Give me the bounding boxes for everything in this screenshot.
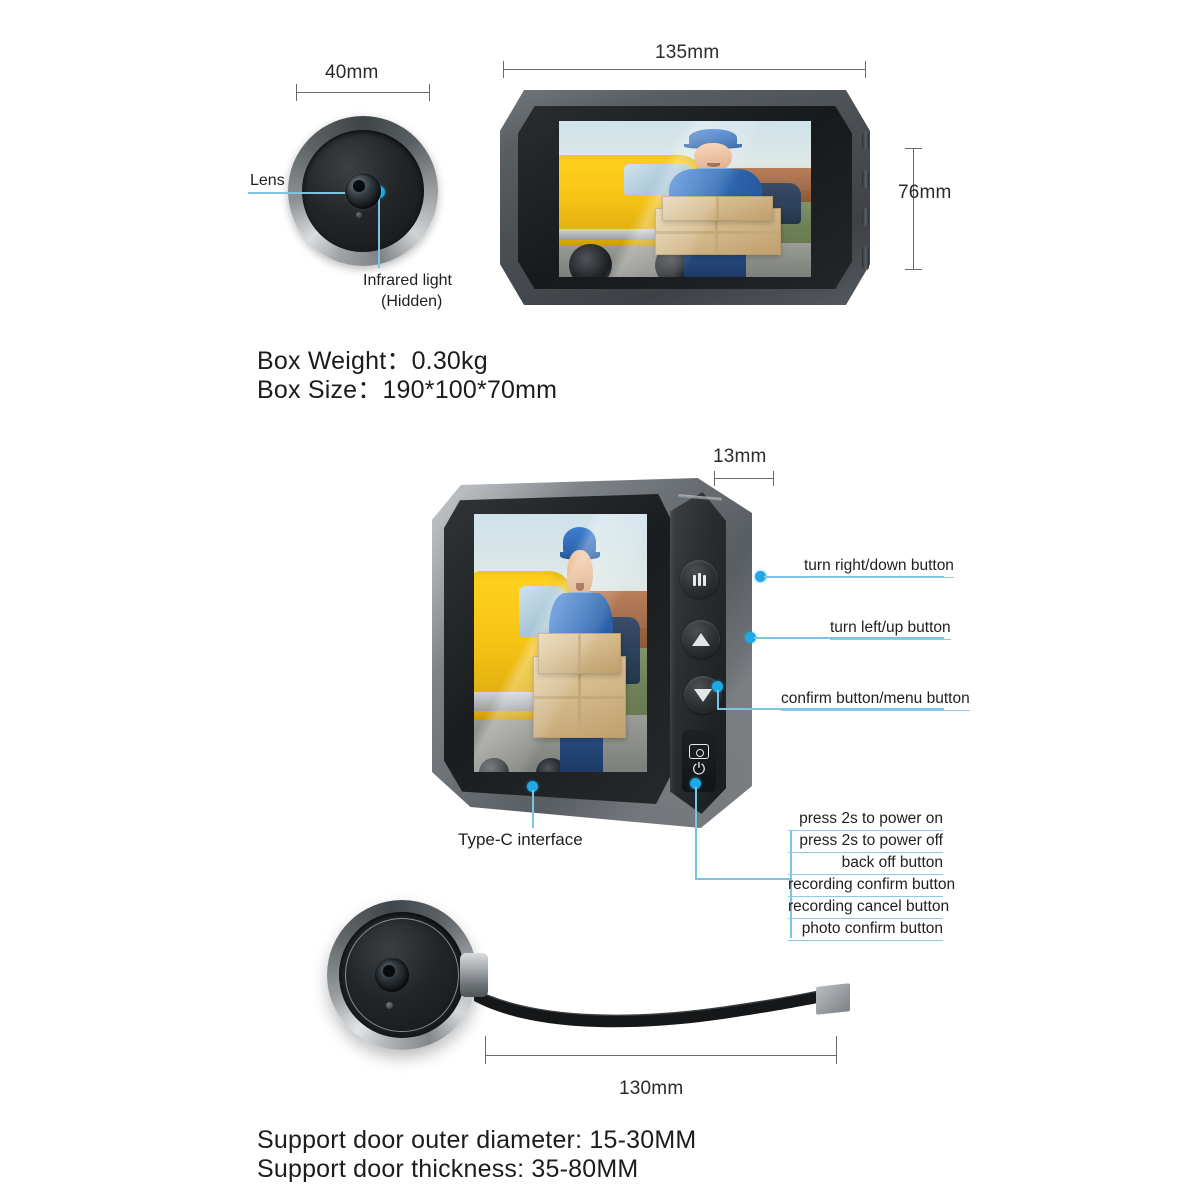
menu-button-callout-label: turn right/down button bbox=[804, 557, 954, 578]
up-button-callout-label: turn left/up button bbox=[830, 619, 951, 640]
monitor-height-dimension-label: 76mm bbox=[898, 182, 952, 203]
infrared-led bbox=[356, 212, 362, 218]
menu-button-callout-line bbox=[764, 576, 944, 578]
power-callout-line-h bbox=[695, 878, 791, 880]
power-function-1: press 2s to power on bbox=[788, 810, 943, 831]
down-button-callout-line-h bbox=[717, 708, 944, 710]
peephole-width-dimension-label: 40mm bbox=[325, 62, 379, 83]
down-button-callout-line-v bbox=[717, 690, 719, 709]
dimension-endcap-bottom bbox=[905, 269, 922, 270]
monitor-thickness-dimension-line bbox=[714, 478, 774, 479]
infrared-callout-label-line2: (Hidden) bbox=[381, 293, 443, 310]
peephole-inner-ring bbox=[345, 918, 459, 1032]
dimension-endcap-left-3 bbox=[714, 471, 715, 486]
menu-button[interactable] bbox=[680, 560, 718, 598]
box-weight-text: Box Weight：0.30kg bbox=[257, 347, 488, 375]
peephole-camera-angled bbox=[327, 900, 477, 1050]
power-function-4: recording confirm button bbox=[788, 876, 955, 897]
lens-callout-label: Lens bbox=[250, 172, 285, 189]
monitor-side-button-1[interactable] bbox=[862, 132, 869, 150]
dimension-endcap-right-2 bbox=[865, 61, 866, 78]
dimension-endcap-left-4 bbox=[485, 1036, 486, 1064]
power-function-3: back off button bbox=[788, 854, 943, 875]
menu-button-callout-dot bbox=[755, 571, 766, 582]
monitor-side-button-3[interactable] bbox=[862, 208, 869, 226]
monitor-screen bbox=[559, 121, 811, 277]
monitor-height-dimension-line bbox=[913, 148, 914, 270]
monitor-angled-view: ⏻ bbox=[432, 478, 752, 828]
triangle-down-icon bbox=[694, 688, 712, 702]
ribbon-cable bbox=[473, 988, 829, 1028]
angled-screen-scene-delivery-man bbox=[474, 514, 647, 772]
down-button-callout-dot bbox=[712, 681, 723, 692]
dimension-endcap-left bbox=[296, 84, 297, 101]
monitor-side-button-4[interactable] bbox=[862, 246, 869, 270]
camera-icon bbox=[689, 744, 709, 759]
up-button[interactable] bbox=[682, 620, 720, 658]
ribbon-cable-connector bbox=[816, 983, 850, 1015]
monitor-thickness-dimension-label: 13mm bbox=[713, 446, 767, 467]
power-function-2: press 2s to power off bbox=[788, 832, 943, 853]
up-button-callout-dot bbox=[745, 632, 756, 643]
power-callout-line-v bbox=[695, 787, 697, 879]
peephole-camera-neck bbox=[460, 953, 488, 997]
menu-icon bbox=[692, 572, 706, 586]
box-size-text: Box Size：190*100*70mm bbox=[257, 376, 558, 404]
power-function-5: recording cancel button bbox=[788, 898, 949, 919]
dimension-endcap-left-2 bbox=[503, 61, 504, 78]
dimension-endcap-right-3 bbox=[773, 471, 774, 486]
support-thickness-text: Support door thickness: 35-80MM bbox=[257, 1155, 639, 1183]
triangle-up-icon bbox=[692, 632, 710, 646]
infrared-callout-line bbox=[378, 196, 380, 268]
dimension-endcap-top bbox=[905, 148, 922, 149]
dimension-endcap-right bbox=[429, 84, 430, 101]
monitor-width-dimension-line bbox=[503, 69, 866, 70]
type-c-callout-label: Type-C interface bbox=[458, 830, 583, 849]
up-button-callout-line bbox=[754, 637, 944, 639]
cable-length-dimension-line bbox=[485, 1055, 837, 1056]
lens-callout-line bbox=[248, 192, 353, 194]
type-c-callout-dot bbox=[527, 781, 538, 792]
down-button-callout-label: confirm button/menu button bbox=[781, 690, 970, 711]
screen-scene-delivery-man bbox=[559, 121, 811, 277]
infrared-callout-label-line1: Infrared light bbox=[363, 272, 452, 289]
power-button-callout-dot bbox=[690, 778, 701, 789]
power-callout-bracket bbox=[790, 830, 792, 938]
monitor-angled-screen bbox=[474, 514, 647, 772]
power-icon: ⏻ bbox=[692, 761, 706, 778]
power-function-6: photo confirm button bbox=[788, 920, 943, 941]
support-outer-diameter-text: Support door outer diameter: 15-30MM bbox=[257, 1126, 697, 1154]
peephole-width-dimension-line bbox=[296, 92, 430, 93]
cable-length-dimension-label: 130mm bbox=[619, 1078, 684, 1099]
monitor-side-button-2[interactable] bbox=[862, 170, 869, 188]
peephole-camera-ir-led bbox=[386, 1002, 393, 1009]
type-c-callout-line bbox=[532, 790, 534, 828]
peephole-lens bbox=[345, 173, 381, 209]
dimension-endcap-right-4 bbox=[836, 1036, 837, 1064]
monitor-width-dimension-label: 135mm bbox=[655, 42, 720, 63]
peephole-front-view bbox=[288, 116, 438, 266]
peephole-camera-lens bbox=[375, 958, 409, 992]
